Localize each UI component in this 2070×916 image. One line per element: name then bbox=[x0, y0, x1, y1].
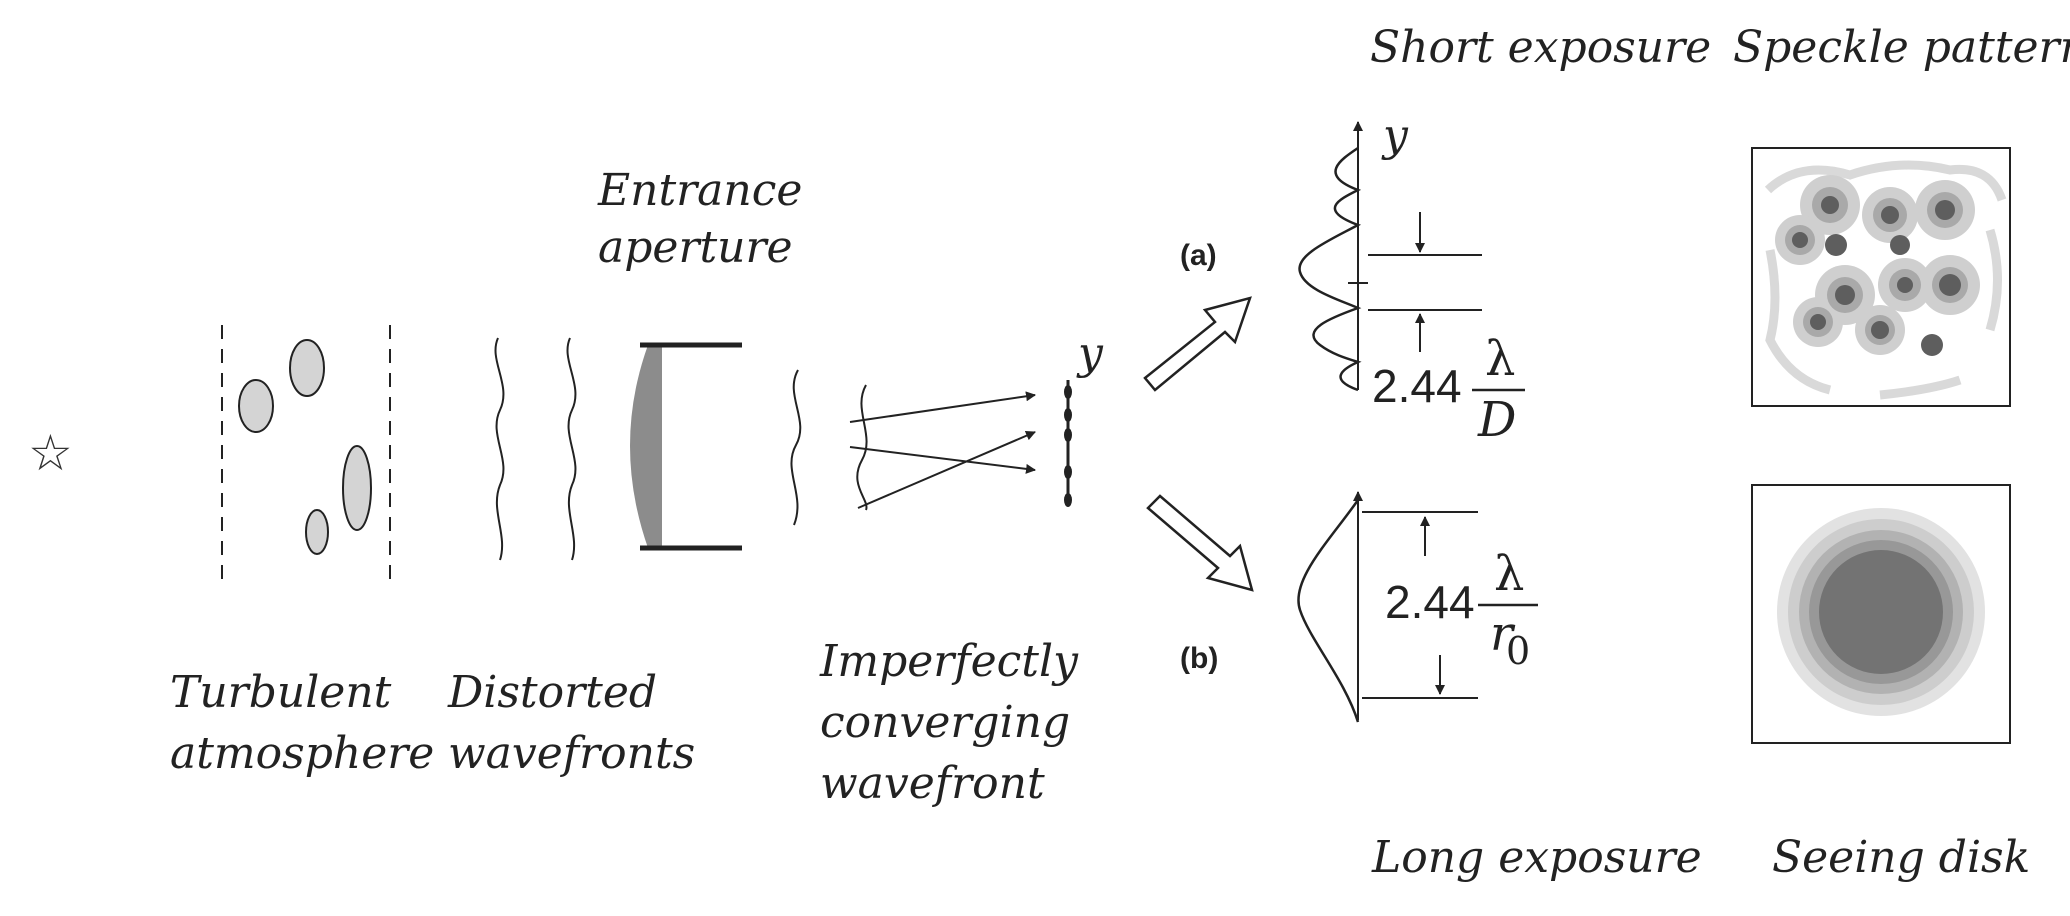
long-exposure-title: Long exposure bbox=[1371, 832, 1702, 883]
speckle-core bbox=[1871, 321, 1889, 339]
hollow-arrow-up bbox=[1143, 296, 1252, 392]
ray-arrow bbox=[857, 430, 1036, 509]
ray-arrow bbox=[849, 446, 1036, 474]
entrance-label-line2: aperture bbox=[598, 222, 793, 273]
aperture-lens bbox=[630, 345, 662, 548]
seeing-disk-core bbox=[1819, 550, 1943, 674]
hollow-arrow-down bbox=[1146, 494, 1254, 592]
focal-y-label: y bbox=[1076, 328, 1104, 379]
turbulent-atmosphere bbox=[221, 325, 391, 580]
wavefront-line bbox=[566, 337, 577, 561]
focus-spot bbox=[1064, 493, 1072, 507]
speckle-pattern-box bbox=[1751, 147, 2011, 407]
panel-a-label: (a) bbox=[1180, 239, 1217, 272]
speckle-core bbox=[1939, 274, 1961, 296]
speckle-pattern-title: Speckle pattern bbox=[1733, 22, 2070, 73]
entrance-label-line1: Entrance bbox=[597, 165, 802, 216]
focal-plane: y bbox=[1064, 328, 1104, 507]
up-right-arrow-icon bbox=[1143, 296, 1252, 392]
distorted-wavefronts bbox=[494, 337, 577, 561]
long-formula-denominator: r bbox=[1490, 606, 1516, 662]
distorted-label-line1: Distorted bbox=[447, 667, 657, 718]
turbulent-cell bbox=[342, 445, 372, 531]
seeing-intensity-curve bbox=[1297, 499, 1360, 723]
speckle-halo bbox=[1764, 160, 2007, 400]
seeing-disk-title: Seeing disk bbox=[1772, 832, 2030, 883]
focus-spot bbox=[1064, 408, 1072, 422]
focus-spot bbox=[1064, 385, 1072, 399]
long-formula-numerator: λ bbox=[1494, 546, 1524, 602]
turbulent-cell bbox=[305, 509, 329, 555]
down-right-arrow-icon bbox=[1146, 494, 1254, 592]
long-formula-subscript: 0 bbox=[1506, 629, 1530, 673]
turbulent-label-line1: Turbulent bbox=[170, 667, 392, 718]
speckle-core bbox=[1881, 206, 1899, 224]
panel-b-label: (b) bbox=[1180, 642, 1218, 675]
imperfect-label-line3: wavefront bbox=[820, 758, 1045, 809]
long-exposure-profile: 2.44 λ r 0 bbox=[1297, 491, 1538, 723]
focus-spot bbox=[1064, 465, 1072, 479]
turbulent-cell bbox=[238, 379, 274, 433]
speckle-core bbox=[1921, 334, 1943, 356]
speckle-core bbox=[1835, 285, 1855, 305]
turbulent-cell bbox=[289, 339, 325, 397]
focus-spot bbox=[1064, 428, 1072, 442]
star-icon: ☆ bbox=[28, 424, 73, 482]
imperfect-wavefronts bbox=[790, 369, 868, 526]
imperfect-label-line1: Imperfectly bbox=[819, 636, 1079, 687]
short-exposure-profile: y 2.44 λ D bbox=[1298, 110, 1525, 448]
converging-rays bbox=[849, 391, 1036, 509]
long-formula-coefficient: 2.44 bbox=[1385, 576, 1475, 628]
speckle-core bbox=[1821, 196, 1839, 214]
speckle-core bbox=[1890, 235, 1910, 255]
speckle-core bbox=[1897, 277, 1913, 293]
short-y-label: y bbox=[1381, 110, 1409, 161]
distorted-label-line2: wavefronts bbox=[448, 728, 695, 779]
speckle-core bbox=[1792, 232, 1808, 248]
wavefront-line bbox=[790, 369, 802, 526]
short-exposure-title: Short exposure bbox=[1370, 22, 1711, 73]
seeing-disk-box bbox=[1751, 484, 2011, 744]
short-formula-numerator: λ bbox=[1485, 331, 1515, 387]
speckle-core bbox=[1810, 314, 1826, 330]
entrance-aperture bbox=[630, 342, 742, 551]
speckle-core-group bbox=[1792, 196, 1961, 356]
ray-arrow bbox=[849, 391, 1036, 423]
speckle-core bbox=[1935, 200, 1955, 220]
wavefront-line bbox=[856, 384, 868, 511]
short-formula-coefficient: 2.44 bbox=[1372, 360, 1462, 412]
speckle-intensity-curve bbox=[1298, 146, 1362, 392]
wavefront-line bbox=[494, 337, 505, 561]
short-formula-denominator: D bbox=[1477, 392, 1516, 448]
imperfect-label-line2: converging bbox=[820, 697, 1070, 748]
speckle-core bbox=[1825, 234, 1847, 256]
turbulent-label-line2: atmosphere bbox=[170, 728, 434, 779]
